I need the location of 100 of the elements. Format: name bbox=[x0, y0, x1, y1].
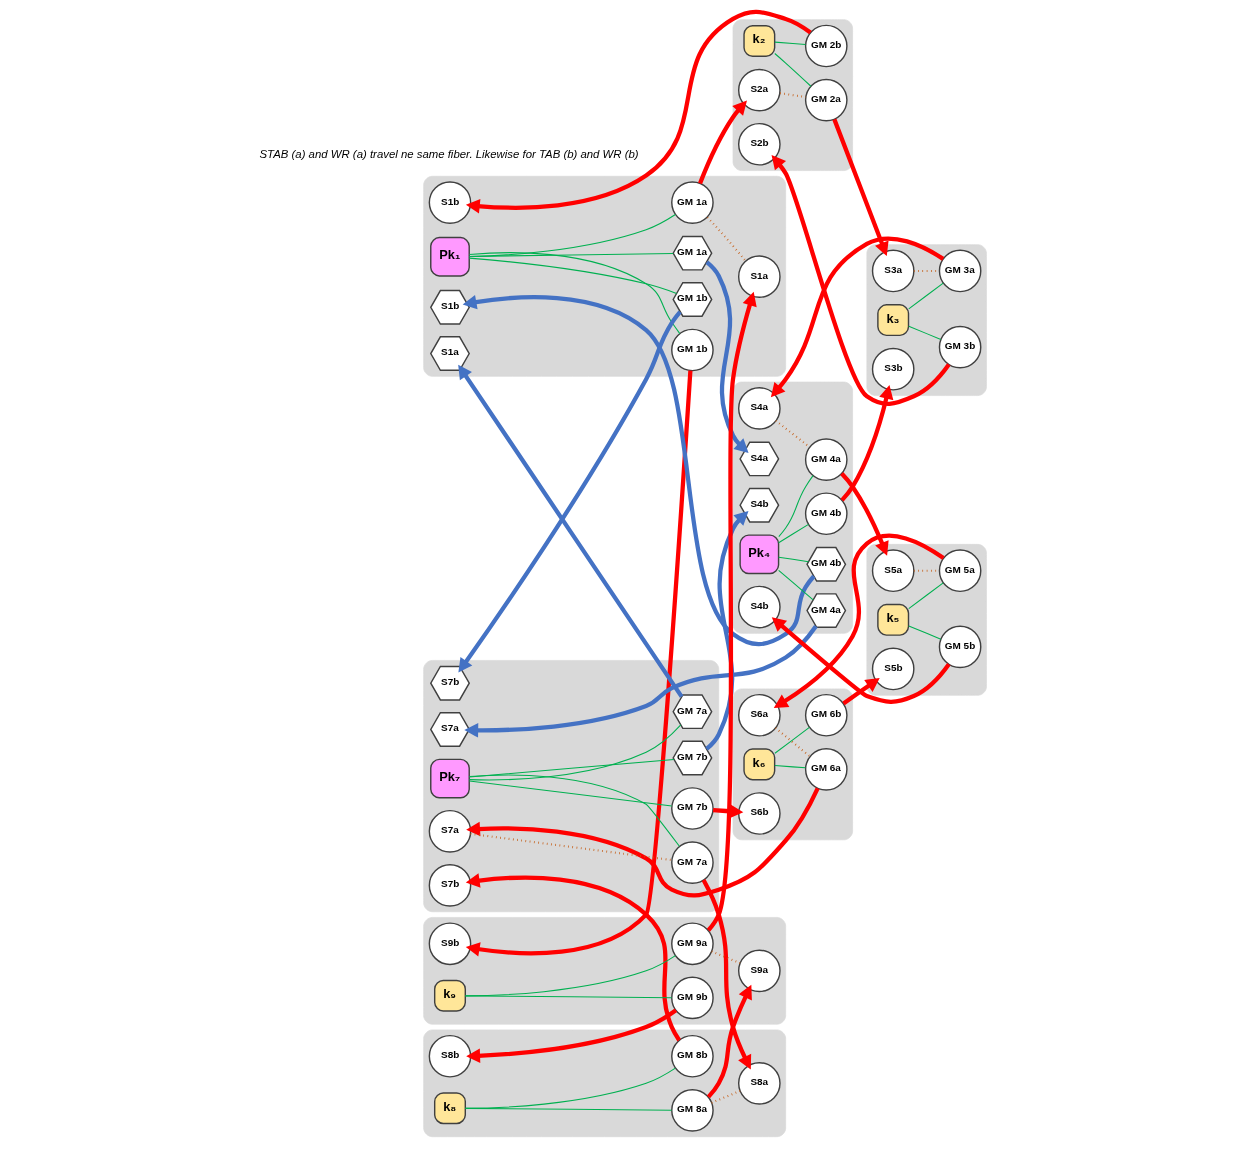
arrow bbox=[462, 294, 816, 647]
node-box: k₈ bbox=[434, 1092, 466, 1125]
cluster bbox=[423, 660, 720, 913]
node-circle: GM 4a bbox=[804, 438, 848, 481]
node-circle: S3b bbox=[871, 347, 915, 391]
node-circle: S2b bbox=[738, 122, 781, 166]
node-box: k₂ bbox=[743, 25, 776, 57]
connector bbox=[774, 764, 807, 769]
node-box: k₆ bbox=[743, 748, 776, 781]
node-circle: S9a bbox=[738, 949, 781, 993]
connector bbox=[468, 724, 682, 781]
arrow bbox=[458, 310, 682, 673]
node-circle: S4a bbox=[738, 387, 781, 430]
arrow bbox=[773, 533, 945, 708]
node-box: Pk₇ bbox=[430, 758, 470, 799]
node-circle: S8b bbox=[428, 1034, 472, 1078]
arrow bbox=[706, 984, 752, 1099]
connector bbox=[774, 53, 812, 87]
arrow bbox=[706, 291, 757, 932]
node-circle: S4b bbox=[738, 585, 781, 629]
node-circle: GM 2a bbox=[804, 78, 848, 122]
node-circle: S6b bbox=[738, 792, 781, 835]
arrow bbox=[465, 9, 812, 214]
arrow bbox=[771, 617, 951, 704]
arrow bbox=[705, 260, 749, 453]
node-circle: GM 3a bbox=[938, 249, 982, 293]
cluster bbox=[866, 244, 987, 396]
node-circle: S2a bbox=[738, 68, 781, 112]
connector bbox=[464, 955, 676, 997]
connector bbox=[711, 950, 741, 965]
cluster bbox=[423, 175, 787, 377]
node-circle: GM 5a bbox=[938, 549, 982, 593]
arrow bbox=[832, 118, 889, 257]
node-circle: S1a bbox=[738, 255, 781, 298]
arrow bbox=[698, 100, 747, 185]
node-circle: S7a bbox=[428, 809, 472, 853]
cluster bbox=[732, 688, 853, 841]
node-circle: GM 6b bbox=[804, 693, 848, 737]
node-circle: GM 7b bbox=[671, 787, 714, 830]
connector bbox=[778, 556, 809, 563]
arrow bbox=[770, 236, 945, 398]
arrow bbox=[458, 364, 684, 698]
node-circle: GM 4b bbox=[804, 492, 848, 536]
connector bbox=[468, 257, 678, 294]
node-box: k₅ bbox=[877, 603, 910, 636]
node-circle: S5b bbox=[871, 647, 915, 691]
connector bbox=[778, 569, 814, 601]
node-circle: GM 8a bbox=[671, 1089, 714, 1132]
arrow bbox=[771, 155, 951, 407]
arrow bbox=[466, 1008, 678, 1063]
node-circle: S3a bbox=[871, 249, 915, 293]
arrow bbox=[842, 677, 880, 706]
arrow bbox=[712, 804, 744, 819]
node-circle: GM 9b bbox=[671, 976, 714, 1020]
connector bbox=[908, 325, 942, 341]
connector bbox=[774, 41, 807, 45]
arrow bbox=[465, 370, 693, 957]
cluster bbox=[423, 1029, 787, 1138]
node-box: k₃ bbox=[877, 304, 910, 337]
node-circle: S5a bbox=[871, 549, 915, 593]
node-circle: S9b bbox=[428, 922, 472, 966]
node-circle: GM 1b bbox=[671, 328, 714, 372]
node-circle: GM 7a bbox=[671, 841, 714, 884]
connector bbox=[778, 523, 809, 544]
connector bbox=[778, 475, 814, 538]
cluster bbox=[423, 917, 787, 1025]
node-box: Pk₄ bbox=[739, 534, 780, 575]
node-circle: GM 3b bbox=[938, 325, 982, 369]
connector bbox=[464, 1067, 676, 1109]
connector bbox=[779, 92, 806, 99]
node-circle: S1b bbox=[428, 181, 472, 224]
connector bbox=[706, 216, 747, 262]
arrow bbox=[705, 511, 749, 751]
node-circle: S8a bbox=[738, 1061, 781, 1105]
node-circle: GM 6a bbox=[804, 748, 848, 791]
arrow bbox=[465, 873, 681, 1042]
connector bbox=[908, 582, 944, 610]
node-circle: GM 5b bbox=[938, 625, 982, 669]
node-circle: GM 8b bbox=[671, 1034, 714, 1078]
connector bbox=[468, 252, 681, 335]
arrow bbox=[840, 385, 894, 502]
connector bbox=[908, 625, 942, 640]
node-circle: GM 2b bbox=[804, 24, 848, 68]
node-circle: GM 1a bbox=[671, 181, 714, 224]
connector bbox=[711, 1090, 741, 1104]
node-box: Pk₁ bbox=[430, 236, 470, 277]
arrow bbox=[701, 879, 752, 1070]
arrow bbox=[464, 625, 818, 738]
node-circle: S7b bbox=[428, 864, 472, 907]
connector bbox=[468, 780, 673, 807]
connector bbox=[908, 282, 944, 310]
arrow bbox=[466, 787, 820, 898]
connector bbox=[468, 774, 680, 847]
label: STAB (a) and WR (a) travel ne same fiber. Likewise for TAB (b) and WR (b) bbox=[259, 148, 639, 161]
arrow bbox=[840, 472, 889, 556]
connector bbox=[468, 213, 676, 258]
node-circle: GM 9a bbox=[671, 922, 714, 966]
node-circle: S6a bbox=[738, 693, 781, 737]
connector bbox=[464, 995, 673, 999]
connector bbox=[468, 758, 675, 778]
